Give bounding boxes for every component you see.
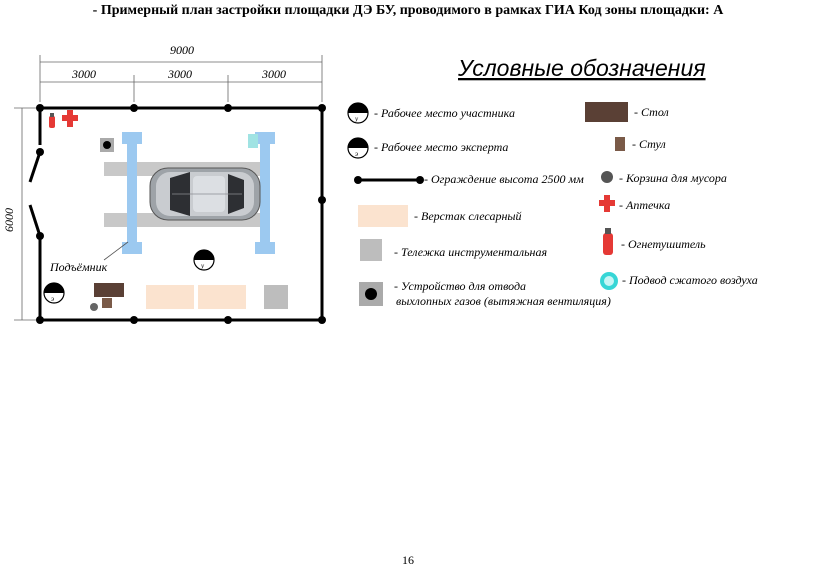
svg-text:у: у	[200, 262, 205, 270]
fence-walls	[28, 106, 324, 322]
page-title: - Примерный план застройки площадки ДЭ Б…	[92, 3, 724, 18]
legend-air-symbol	[600, 272, 618, 290]
car	[149, 167, 261, 221]
dimension-segment-3: 3000	[261, 67, 286, 81]
legend-workbench-symbol	[358, 205, 408, 227]
legend-table-label: - Стол	[634, 105, 669, 119]
dimension-height: 6000	[2, 208, 16, 232]
table-icon	[94, 283, 124, 297]
legend-chair-symbol	[615, 137, 625, 151]
svg-text:э: э	[51, 295, 54, 303]
legend-tool-cart-symbol	[360, 239, 382, 261]
dimension-total: 9000	[170, 43, 194, 57]
legend-first-aid-label: - Аптечка	[619, 198, 670, 212]
tool-cart	[264, 285, 288, 309]
workbench-2	[198, 285, 246, 309]
svg-text:у: у	[354, 115, 359, 123]
legend-trash-label: - Корзина для мусора	[619, 171, 727, 185]
expert-workplace-marker: э	[43, 282, 65, 304]
dimension-lines	[14, 55, 323, 321]
legend-exhaust-label-line2: выхлопных газов (вытяжная вентиляция)	[396, 294, 611, 308]
participant-workplace-marker: у	[193, 249, 215, 271]
page-number: 16	[402, 553, 414, 567]
legend-expert-label: - Рабочее место эксперта	[374, 140, 508, 154]
first-aid-icon	[62, 110, 78, 127]
legend-air-label: - Подвод сжатого воздуха	[622, 273, 758, 287]
legend-participant-symbol: у	[347, 102, 369, 124]
legend-first-aid-symbol	[599, 195, 615, 212]
legend-workbench-label: - Верстак слесарный	[414, 209, 522, 223]
trash-bin-icon	[90, 303, 98, 311]
legend-trash-symbol	[601, 171, 613, 183]
legend-exhaust-label-line1: - Устройство для отвода	[394, 279, 526, 293]
legend-table-symbol	[585, 102, 628, 122]
dimension-segment-1: 3000	[71, 67, 96, 81]
fence-posts	[36, 104, 326, 324]
legend-fence-symbol	[354, 176, 424, 184]
legend-exhaust-symbol	[359, 282, 383, 306]
legend-extinguisher-symbol	[603, 228, 613, 255]
legend-fence-label: - Ограждение высота 2500 мм	[424, 172, 584, 186]
svg-text:э: э	[355, 150, 358, 158]
legend-participant-label: - Рабочее место участника	[374, 106, 515, 120]
workbench-1	[146, 285, 194, 309]
exhaust-device-icon	[100, 138, 114, 152]
fire-extinguisher-icon	[49, 113, 55, 128]
legend-extinguisher-label: - Огнетушитель	[621, 237, 706, 251]
legend-tool-cart-label: - Тележка инструментальная	[394, 245, 548, 259]
legend-chair-label: - Стул	[632, 137, 666, 151]
chair-icon	[102, 298, 112, 308]
site-plan-diagram: 9000 3000 3000 3000 6000	[2, 43, 758, 324]
lift-label: Подъёмник	[49, 260, 108, 274]
legend-expert-symbol: э	[347, 137, 369, 159]
dimension-segment-2: 3000	[167, 67, 192, 81]
legend-title: Условные обозначения	[457, 55, 706, 81]
